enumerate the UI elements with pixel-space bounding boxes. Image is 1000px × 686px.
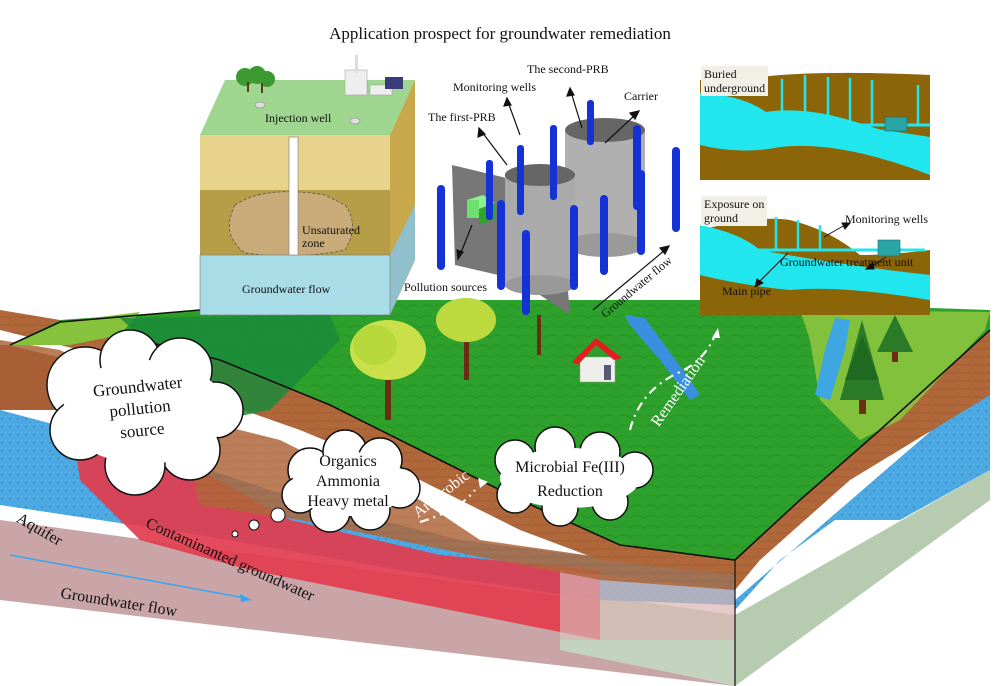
- pine-tree-1: [840, 320, 884, 414]
- exposure-label-line-2: ground: [704, 211, 738, 225]
- anaerobic-arrow: [419, 489, 476, 524]
- diagram-title: Application prospect for groundwater rem…: [329, 24, 671, 43]
- contaminants-label: Organics Ammonia Heavy metal: [288, 452, 408, 512]
- contaminant-heavy-metal: Heavy metal: [307, 493, 389, 510]
- contamination-fade: [560, 570, 735, 640]
- bedrock-front: [0, 520, 735, 686]
- second-prb-label: The second-PRB: [527, 62, 609, 76]
- grass-light-left: [10, 312, 140, 345]
- remediation-arrow: [628, 334, 717, 431]
- microbial-reduction-label: Microbial Fe(III) Reduction: [490, 456, 650, 504]
- groundwater-flow-arrow: [9, 554, 252, 602]
- grass-light-right: [800, 310, 990, 440]
- unsaturated-zone-line-2: zone: [302, 236, 325, 250]
- unsaturated-zone-label: Unsaturated zone: [302, 224, 360, 250]
- inset-injection-well: [199, 55, 415, 315]
- exposure-on-ground-label: Exposure on ground: [701, 196, 768, 226]
- pollution-source-label: Groundwater pollution source: [77, 370, 203, 448]
- exposure-treatment-unit: [877, 239, 901, 257]
- inset-water-layer: [199, 254, 391, 315]
- soil-side: [735, 330, 990, 590]
- first-prb-label: The first-PRB: [428, 110, 496, 124]
- buried-treatment-unit: [884, 116, 908, 132]
- carrier-label: Carrier: [624, 89, 658, 103]
- buried-underground-label: Buried underground: [701, 66, 769, 96]
- aquifer-side: [735, 380, 990, 610]
- buried-monitoring-wells: [780, 75, 920, 125]
- main-pipe-label: Main pipe: [722, 284, 771, 298]
- microbial-line-1: Microbial Fe(III): [515, 459, 625, 476]
- inset-trees: [236, 66, 275, 93]
- well-cap-1: [254, 101, 266, 109]
- monitoring-well-cylinders: [437, 100, 680, 315]
- inset-groundwater-flow-label: Groundwater flow: [242, 282, 331, 296]
- house-icon: [572, 338, 622, 383]
- river-right: [815, 318, 850, 400]
- prb-label-arrows: [456, 86, 671, 311]
- treatment-unit-label: Groundwater treatment unit: [780, 255, 914, 269]
- inset-buried-underground: [700, 72, 930, 180]
- buried-label-line-1: Buried: [704, 67, 737, 81]
- exposure-monitoring-wells-label: Monitoring wells: [845, 212, 928, 226]
- buried-label-line-2: underground: [704, 81, 766, 95]
- tree-2: [436, 298, 496, 380]
- tree-3: [537, 315, 541, 355]
- inset-exposure-on-ground: [700, 217, 930, 315]
- thought-dot-medium: [248, 519, 260, 531]
- unsaturated-zone-line-1: Unsaturated: [302, 223, 360, 237]
- tree-1: [350, 320, 426, 420]
- cloud-contaminants: [281, 429, 421, 533]
- remediation-arrowhead: [712, 328, 720, 338]
- injection-well-label: Injection well: [265, 111, 332, 125]
- river-middle: [625, 315, 700, 400]
- contamination-plume: [70, 400, 600, 640]
- anaerobic-arrowhead: [478, 478, 488, 488]
- cloud-microbial: [494, 426, 654, 527]
- cloud-pollution-source: [46, 329, 244, 496]
- pine-tree-2: [877, 315, 913, 362]
- inset-factory: [344, 55, 403, 96]
- exposure-monitoring-wells: [774, 217, 822, 250]
- buried-water-band: [700, 93, 930, 165]
- pollution-sources-label: Pollution sources: [404, 280, 487, 294]
- thought-dot-small: [231, 530, 239, 538]
- bedrock-side: [735, 470, 990, 686]
- contaminant-ammonia: Ammonia: [316, 473, 380, 490]
- exposure-label-line-1: Exposure on: [704, 197, 765, 211]
- well-cap-2: [349, 117, 361, 125]
- microbial-line-2: Reduction: [537, 483, 603, 500]
- injection-well-pipe: [288, 136, 299, 256]
- inset-prb: [437, 86, 680, 315]
- inset-block-right-water: [390, 205, 415, 315]
- monitoring-wells-label: Monitoring wells: [453, 80, 536, 94]
- contaminant-organics: Organics: [319, 453, 377, 470]
- thought-dot-large: [270, 507, 286, 523]
- carrier-cylinder-front: [505, 164, 575, 295]
- exposure-arrows: [754, 222, 887, 288]
